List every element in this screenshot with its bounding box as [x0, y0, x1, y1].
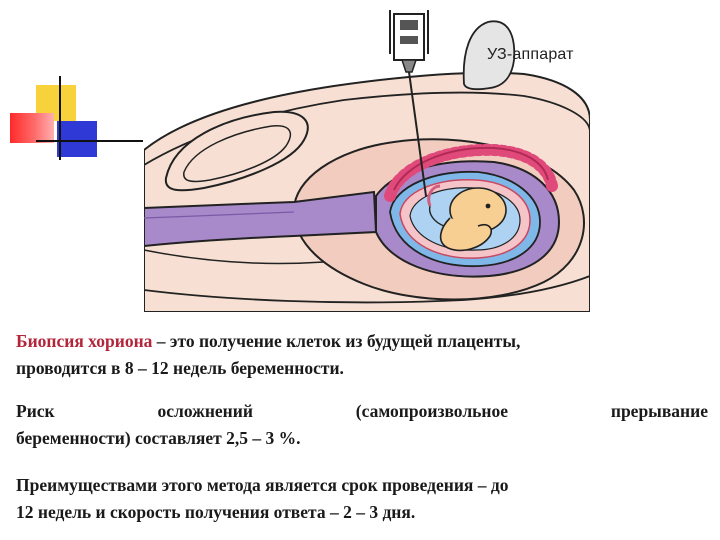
risk-word: прерывание: [611, 398, 708, 425]
term-chorion-biopsy: Биопсия хориона: [16, 331, 152, 351]
advantages-line2: 12 недель и скорость получения ответа – …: [16, 499, 708, 526]
advantages-line1: Преимуществами этого метода является сро…: [16, 472, 708, 499]
definition-text-line2: проводится в 8 – 12 недель беременности.: [16, 355, 708, 382]
decor-red-rectangle: [10, 113, 54, 143]
decor-horizontal-line: [36, 140, 143, 142]
decor-vertical-line: [59, 76, 61, 160]
risk-line1: Риск осложнений (самопроизвольное прерыв…: [16, 398, 708, 425]
risk-line2: беременности) составляет 2,5 – 3 %.: [16, 425, 708, 452]
paragraph-definition: Биопсия хориона – это получение клеток и…: [16, 328, 708, 382]
paragraph-advantages: Преимуществами этого метода является сро…: [16, 472, 708, 526]
paragraph-risk: Риск осложнений (самопроизвольное прерыв…: [16, 398, 708, 452]
ultrasound-device-label: УЗ-аппарат: [487, 46, 574, 64]
definition-text: – это получение клеток из будущей плацен…: [152, 331, 520, 351]
risk-word: (самопроизвольное: [356, 398, 508, 425]
risk-word: Риск: [16, 398, 55, 425]
decor-blue-square: [57, 121, 97, 157]
risk-word: осложнений: [157, 398, 252, 425]
